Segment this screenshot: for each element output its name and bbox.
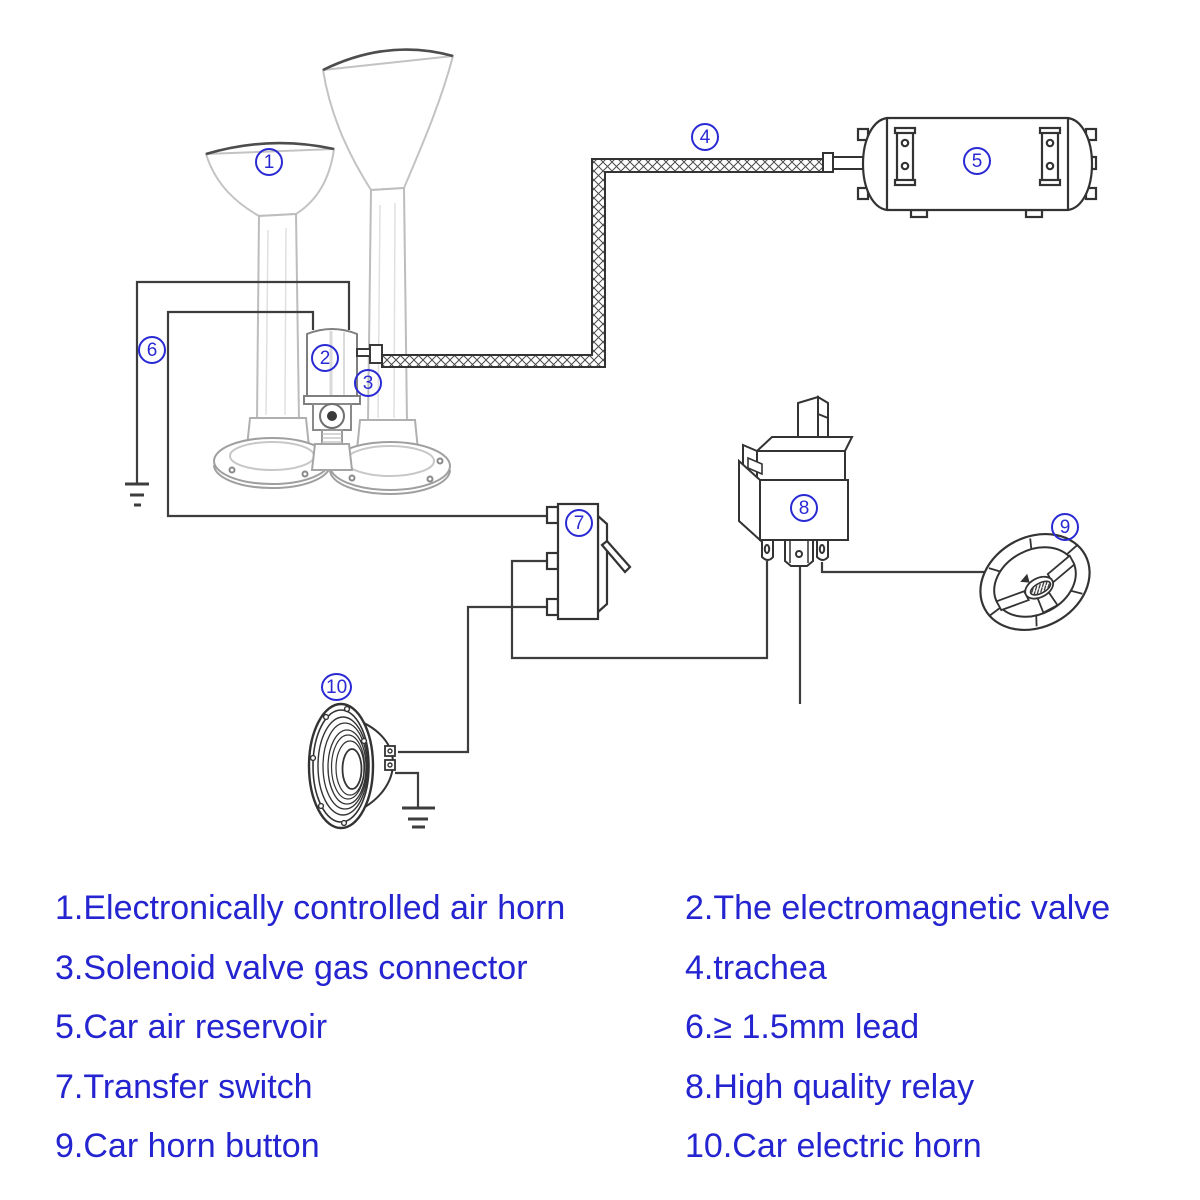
callout-4-number: 4 <box>699 126 711 148</box>
wire-switch-to-speaker <box>398 605 548 754</box>
callout-9-number: 9 <box>1059 516 1071 538</box>
relay <box>738 395 854 567</box>
legend-item-8: 8.High quality relay <box>685 1067 975 1106</box>
ground-symbol-left <box>125 482 149 507</box>
callout-10: 10 <box>321 673 353 701</box>
wire-solenoid-to-switch <box>166 310 548 518</box>
ground-symbol-speaker <box>402 806 435 829</box>
callout-3-number: 3 <box>362 372 374 394</box>
air-horn-small <box>204 141 336 489</box>
legend-item-6: 6.≥ 1.5mm lead <box>685 1008 920 1047</box>
diagram-canvas <box>125 48 1098 830</box>
callout-1-number: 1 <box>263 151 275 173</box>
legend-item-10: 10.Car electric horn <box>685 1127 982 1166</box>
legend-item-2: 2.The electromagnetic valve <box>685 889 1111 927</box>
legend-column-left: 1.Electronically controlled air horn 3.S… <box>55 888 565 1186</box>
callout-10-number: 10 <box>326 676 348 698</box>
legend-item-4: 4.trachea <box>685 948 827 987</box>
callout-8-number: 8 <box>798 497 810 519</box>
wire-switch-to-relay <box>510 559 769 660</box>
wire-relay-to-horn-button <box>820 562 985 574</box>
callout-6: 6 <box>138 336 166 364</box>
callout-7-number: 7 <box>573 512 585 534</box>
callout-2: 2 <box>311 344 339 372</box>
callout-4: 4 <box>691 123 719 151</box>
air-tube <box>381 152 868 368</box>
legend-item-9: 9.Car horn button <box>55 1127 320 1166</box>
legend-item-1: 1.Electronically controlled air horn <box>55 889 566 927</box>
callout-2-number: 2 <box>319 347 331 369</box>
callout-1: 1 <box>255 148 283 176</box>
callout-5-number: 5 <box>971 150 983 172</box>
gas-connector <box>356 344 383 364</box>
wire-solenoid-to-ground <box>135 280 351 483</box>
air-horn-tall <box>321 48 455 495</box>
callout-9: 9 <box>1051 513 1079 541</box>
callout-5: 5 <box>963 147 991 175</box>
electric-horn-speaker <box>307 702 396 830</box>
legend-item-3: 3.Solenoid valve gas connector <box>55 948 528 987</box>
legend-item-7: 7.Transfer switch <box>55 1067 313 1106</box>
legend-column-right: 2.The electromagnetic valve 4.trachea 6.… <box>685 888 1110 1186</box>
legend-item-5: 5.Car air reservoir <box>55 1008 328 1047</box>
steering-wheel <box>979 532 1091 632</box>
callout-6-number: 6 <box>146 339 158 361</box>
wire-speaker-to-ground <box>395 771 420 808</box>
callout-3: 3 <box>354 369 382 397</box>
callout-7: 7 <box>565 509 593 537</box>
callout-8: 8 <box>790 494 818 522</box>
